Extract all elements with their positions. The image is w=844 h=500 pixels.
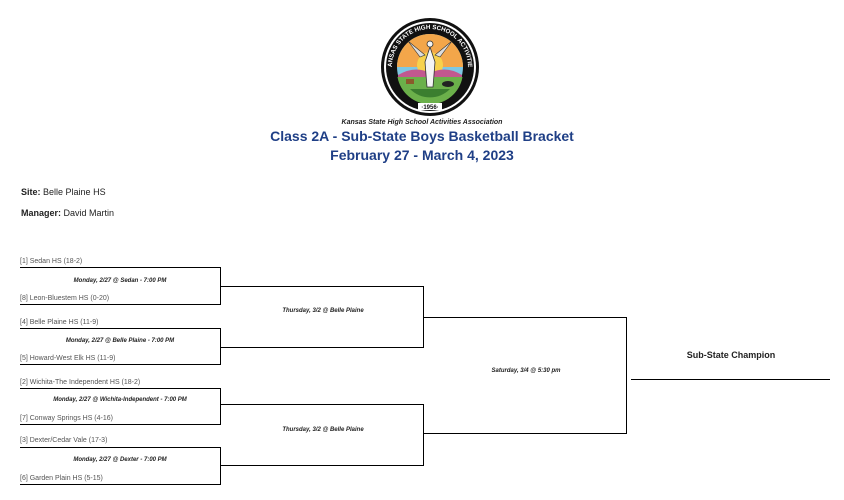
bracket-line bbox=[20, 388, 221, 389]
final-game: Saturday, 3/4 @ 5:30 pm bbox=[491, 368, 561, 374]
bracket-line bbox=[20, 364, 221, 365]
bracket-line bbox=[424, 433, 627, 434]
svg-text:·1956·: ·1956· bbox=[421, 105, 438, 111]
champion-label: Sub-State Champion bbox=[686, 350, 776, 360]
team-slot-7: [7] Conway Springs HS (4-16) bbox=[20, 415, 113, 422]
team-slot-3: [3] Dexter/Cedar Vale (17-3) bbox=[20, 437, 108, 444]
bracket-line bbox=[626, 317, 627, 434]
round1-game-2: Monday, 2/27 @ Belle Plaine - 7:00 PM bbox=[65, 338, 175, 344]
bracket-line bbox=[20, 267, 221, 268]
round1-game-4: Monday, 2/27 @ Dexter - 7:00 PM bbox=[73, 457, 167, 463]
bracket-line bbox=[423, 286, 424, 348]
bracket-line bbox=[220, 447, 221, 485]
round1-game-3: Monday, 2/27 @ Wichita-Independent - 7:0… bbox=[53, 397, 187, 403]
bracket-line bbox=[221, 286, 424, 287]
bracket-line bbox=[221, 465, 424, 466]
bracket-line bbox=[220, 267, 221, 305]
champion-line bbox=[631, 379, 830, 380]
bracket-line bbox=[20, 424, 221, 425]
team-slot-6: [6] Garden Plain HS (5-15) bbox=[20, 475, 103, 482]
site-line: Site: Belle Plaine HS bbox=[21, 187, 106, 197]
team-slot-1: [1] Sedan HS (18-2) bbox=[20, 258, 83, 265]
team-slot-2: [2] Wichita-The Independent HS (18-2) bbox=[20, 379, 141, 386]
bracket-line bbox=[220, 388, 221, 425]
bracket-title: Class 2A - Sub-State Boys Basketball Bra… bbox=[270, 128, 574, 144]
bracket-dates: February 27 - March 4, 2023 bbox=[330, 147, 514, 163]
manager-label: Manager: bbox=[21, 208, 62, 218]
team-slot-5: [5] Howard-West Elk HS (11-9) bbox=[20, 355, 116, 362]
bracket-line bbox=[20, 484, 221, 485]
manager-value: David Martin bbox=[63, 208, 115, 218]
semifinal-game-1: Thursday, 3/2 @ Belle Plaine bbox=[282, 308, 364, 314]
bracket-line bbox=[20, 447, 221, 448]
round1-game-1: Monday, 2/27 @ Sedan - 7:00 PM bbox=[73, 278, 167, 284]
kshsaa-seal-logo: ·1956· KANSAS STATE HIGH SCHOOL ACTIVITI… bbox=[380, 17, 479, 116]
bracket-line bbox=[221, 347, 424, 348]
team-slot-8: [8] Leon-Bluestem HS (0-20) bbox=[20, 295, 110, 302]
bracket-line bbox=[20, 304, 221, 305]
semifinal-game-2: Thursday, 3/2 @ Belle Plaine bbox=[282, 427, 364, 433]
bracket-line bbox=[220, 328, 221, 365]
organization-name: Kansas State High School Activities Asso… bbox=[341, 119, 503, 126]
bracket-line bbox=[20, 328, 221, 329]
bracket-line bbox=[221, 404, 424, 405]
site-value: Belle Plaine HS bbox=[43, 187, 106, 197]
bracket-line bbox=[424, 317, 627, 318]
manager-line: Manager: David Martin bbox=[21, 208, 114, 218]
team-slot-4: [4] Belle Plaine HS (11-9) bbox=[20, 319, 99, 326]
bracket-line bbox=[423, 404, 424, 466]
site-label: Site: bbox=[21, 187, 41, 197]
